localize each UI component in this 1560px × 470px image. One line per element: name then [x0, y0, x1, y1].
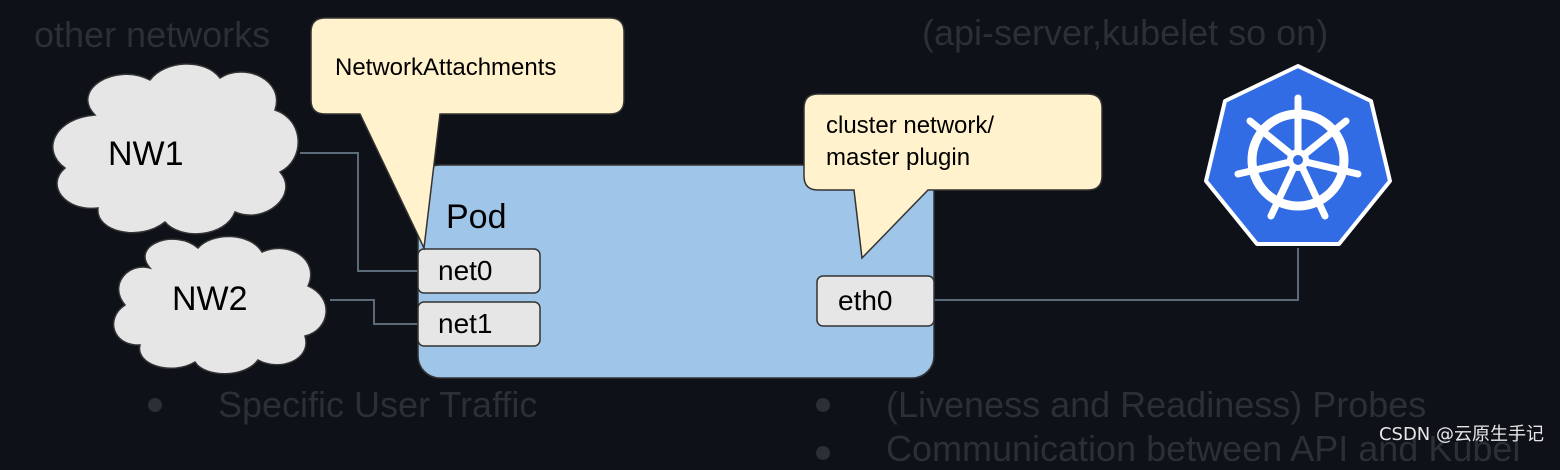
cloud-label-nw1: NW1: [108, 135, 184, 173]
connector-eth0-k8s: [934, 248, 1299, 301]
connector-nw2-net1: [330, 299, 418, 325]
kubernetes-helm-wheel-icon: [1204, 64, 1392, 246]
cloud-nw1-shape: [52, 63, 299, 235]
callout-cluster-network-line2: master plugin: [826, 144, 971, 171]
callout-cluster-network-shape: [803, 93, 1103, 260]
callout-network-attachments-shape: [310, 17, 625, 251]
net1-box: [417, 301, 541, 347]
net0-box: [417, 248, 541, 294]
eth0-box: [816, 275, 935, 327]
bg-text-other-networks: other networks: [34, 14, 271, 55]
bg-text-specific-user-traffic: Specific User Traffic: [218, 384, 538, 425]
bg-text-api-server: (api-server,kubelet so on): [922, 12, 1329, 53]
interface-label-eth0: eth0: [838, 285, 893, 316]
pod-title: Pod: [446, 198, 507, 236]
connector-nw1-net0: [300, 152, 418, 272]
diagram-svg: [52, 17, 1392, 379]
watermark: CSDN @云原生手记: [1378, 424, 1544, 445]
bullet-marker: [148, 398, 162, 412]
cloud-nw2-shape: [113, 235, 327, 375]
interface-label-net1: net1: [438, 308, 493, 339]
bullet-marker: [816, 398, 830, 412]
callout-cluster-network-line1: cluster network/: [826, 112, 995, 139]
callout-network-attachments-text: NetworkAttachments: [335, 54, 557, 81]
cloud-label-nw2: NW2: [172, 280, 248, 318]
bg-text-probes: (Liveness and Readiness) Probes: [886, 384, 1427, 425]
interface-label-net0: net0: [438, 255, 493, 286]
diagram-canvas: other networks (api-server,kubelet so on…: [34, 12, 1544, 469]
